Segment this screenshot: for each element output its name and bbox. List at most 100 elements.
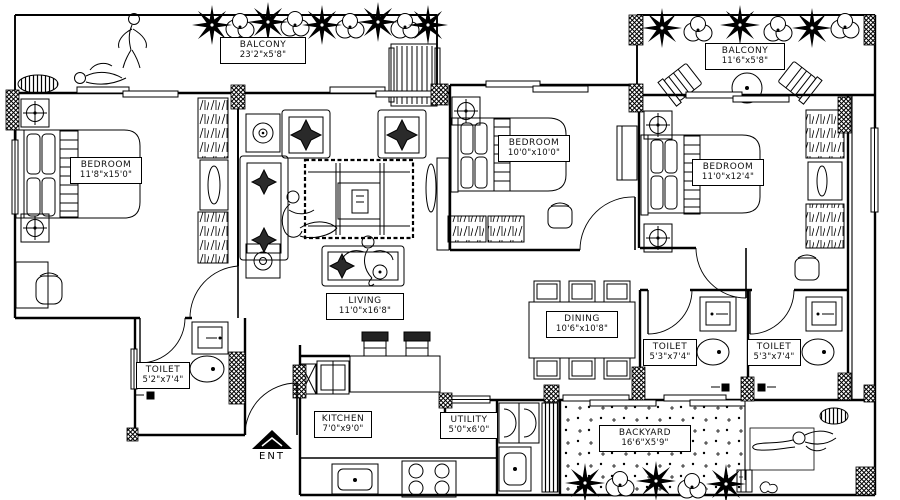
room-label-bedroom-middle: BEDROOM 10'0"x10'0" <box>498 135 570 163</box>
desk <box>15 261 49 309</box>
dresser-mirror <box>199 159 229 211</box>
wall-columns <box>5 14 876 496</box>
room-name: BEDROOM <box>702 162 754 172</box>
room-label-kitchen: KITCHEN 7'0"x9'0" <box>314 411 372 439</box>
room-label-balcony-left: BALCONY 23'2"x5'8" <box>220 37 306 65</box>
room-label-toilet-right: TOILET 5'3"x7'4" <box>747 339 801 367</box>
room-name: TOILET <box>756 342 792 352</box>
bar-stool <box>361 331 389 357</box>
room-label-balcony-right: BALCONY 11'6"x5'8" <box>705 43 785 71</box>
room-name: BEDROOM <box>508 138 560 148</box>
room-label-bedroom-left: BEDROOM 11'8"x15'0" <box>70 157 142 185</box>
room-name: BACKYARD <box>618 428 672 438</box>
toilet-middle-fixtures <box>696 296 737 392</box>
room-label-toilet-left: TOILET 5'2"x7'4" <box>136 362 190 390</box>
room-label-utility: UTILITY 5'0"x6'0" <box>440 412 498 440</box>
person-sitting-sofa <box>281 190 338 239</box>
bedroom-right-furniture <box>640 109 845 281</box>
toilet-left-fixtures <box>134 321 229 400</box>
thin-walls <box>744 95 853 480</box>
dining-furniture <box>528 280 636 380</box>
palm-plant-icon <box>792 8 832 48</box>
room-name: DINING <box>564 314 600 324</box>
bush-plant-icon <box>225 13 255 39</box>
person-lounging-backyard <box>752 430 837 452</box>
palm-plant-icon <box>720 5 760 45</box>
wardrobe <box>197 97 229 159</box>
stove <box>401 460 457 498</box>
utility-sink <box>498 446 532 492</box>
window <box>870 127 879 213</box>
room-label-backyard: BACKYARD 16'6"X5'9" <box>599 425 691 453</box>
window <box>449 395 491 404</box>
patio-table <box>731 72 763 104</box>
balcony-left-items <box>17 43 441 107</box>
wardrobe <box>487 215 525 243</box>
shower-drain <box>711 383 730 392</box>
washing-machine <box>498 402 520 444</box>
balcony-right-items <box>657 59 823 107</box>
bench-seat <box>321 245 405 287</box>
dresser-mirror <box>807 161 843 201</box>
palm-plant-icon <box>302 5 342 45</box>
room-label-bedroom-right: BEDROOM 11'0"x12'4" <box>692 159 764 187</box>
entrance-arrow-icon <box>252 430 292 449</box>
room-dims: 11'0"x16'8" <box>338 306 392 317</box>
desk-chair <box>35 272 63 305</box>
entrance-marker <box>252 430 292 449</box>
room-name: BALCONY <box>239 40 287 50</box>
palm-plant-icon <box>408 5 448 45</box>
utility-fixtures <box>498 402 559 493</box>
room-name: LIVING <box>348 296 382 306</box>
room-dims: 7'0"x9'0" <box>322 424 364 435</box>
wc <box>801 338 835 366</box>
lounger-cushion <box>17 74 59 94</box>
door-toilet-middle <box>647 289 693 335</box>
wardrobe <box>447 215 487 243</box>
tv-unit <box>425 157 450 251</box>
door-bedroom-left <box>189 265 239 319</box>
person-at-bench <box>341 235 394 287</box>
door-bedroom-middle <box>579 196 636 251</box>
side-table-speaker <box>245 113 281 153</box>
door-bedroom-right <box>695 247 747 299</box>
room-name: BALCONY <box>721 46 769 56</box>
wash-basin <box>805 296 843 332</box>
room-dims: 11'8"x15'0" <box>79 170 133 181</box>
room-label-toilet-middle: TOILET 5'3"x7'4" <box>643 339 697 367</box>
door-toilet-left <box>139 317 186 364</box>
room-name: TOILET <box>652 342 688 352</box>
room-dims: 5'3"x7'4" <box>649 352 691 363</box>
living-furniture <box>239 109 450 287</box>
room-dims: 11'0"x12'4" <box>701 172 755 183</box>
ceiling-fan-icon <box>451 96 481 126</box>
bedroom-left-furniture <box>15 97 229 309</box>
pet-dog-figure <box>759 481 778 494</box>
ceiling-fan-icon <box>20 98 50 128</box>
fridge <box>316 360 350 395</box>
palm-plant-icon <box>248 2 288 42</box>
room-dims: 5'2"x7'4" <box>142 375 184 386</box>
sliding-door <box>562 394 657 407</box>
sliding-door <box>329 86 434 98</box>
sliding-door <box>663 394 746 407</box>
doors <box>139 196 795 436</box>
room-dims: 10'0"x10'0" <box>507 148 561 159</box>
sofa <box>239 155 289 261</box>
room-dims: 5'3"x7'4" <box>753 352 795 363</box>
bush-plant-icon <box>335 13 365 39</box>
kitchen-sink <box>331 463 379 495</box>
palm-plant-icon <box>358 2 398 42</box>
pouf <box>819 407 849 425</box>
desk-chair <box>547 202 573 229</box>
wc <box>189 355 225 383</box>
windows <box>11 80 879 407</box>
room-dims: 16'6"X5'9" <box>621 438 669 449</box>
coffee-table <box>337 182 381 220</box>
toilet-right-fixtures <box>757 296 843 392</box>
people-figures <box>74 13 837 452</box>
wardrobe <box>805 203 845 249</box>
room-name: KITCHEN <box>321 414 365 424</box>
rug <box>303 158 415 240</box>
